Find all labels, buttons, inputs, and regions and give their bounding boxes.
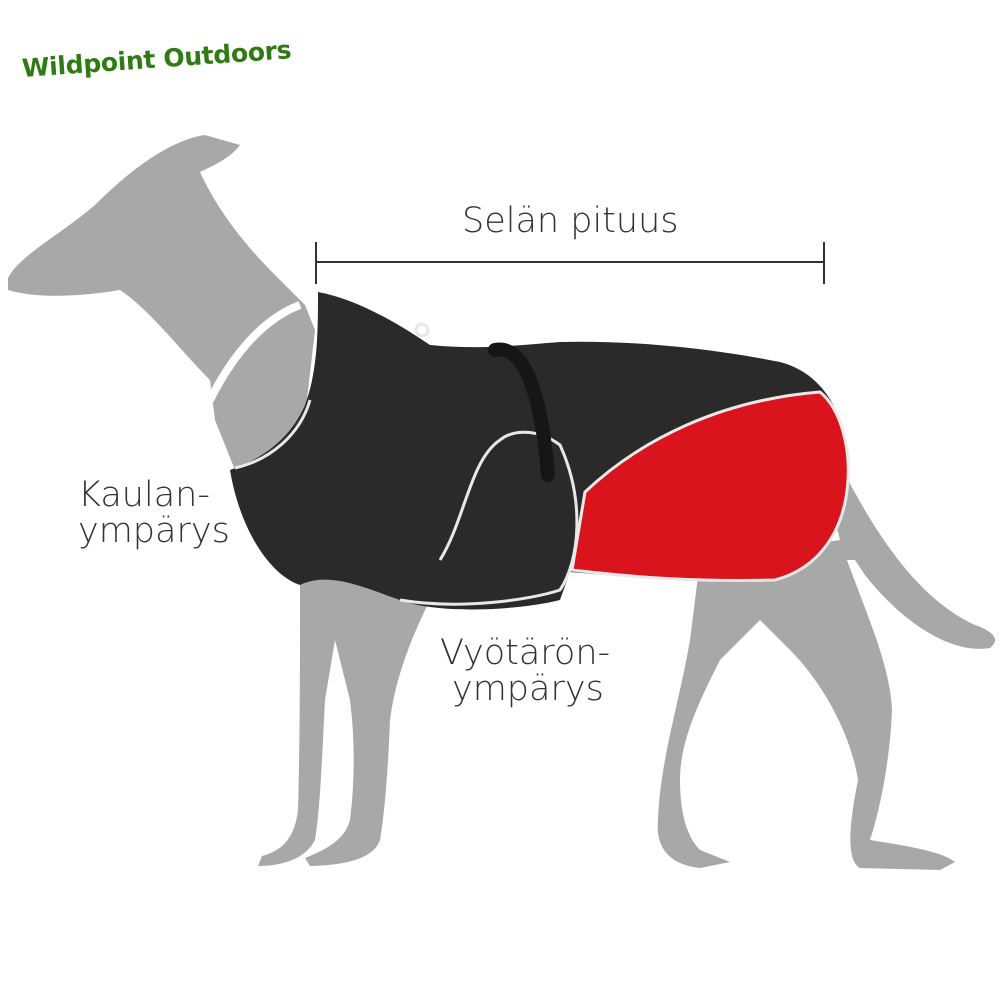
coat-reflective-trim — [234, 399, 579, 606]
waist-circumference-label: Vyötärön- ympärys — [440, 635, 610, 707]
dog-hind-leg — [657, 540, 955, 870]
dog-front-legs — [258, 560, 430, 866]
back-length-measure-line — [315, 242, 825, 284]
neck-label-line1: Kaulan- — [78, 475, 210, 515]
neck-circumference-label: Kaulan- ympärys — [78, 477, 230, 549]
waist-label-line1: Vyötärön- — [440, 633, 611, 673]
dog-head-neck — [8, 135, 315, 470]
dog-coat — [230, 292, 850, 610]
coat-red-panel — [570, 390, 850, 582]
back-length-label: Selän pituus — [462, 201, 679, 241]
coat-strap — [488, 342, 555, 482]
neck-collar-line — [206, 301, 302, 402]
neck-label-line2: ympärys — [78, 511, 230, 551]
waist-label-line2: ympärys — [452, 669, 604, 709]
coat-toggle — [414, 322, 430, 338]
